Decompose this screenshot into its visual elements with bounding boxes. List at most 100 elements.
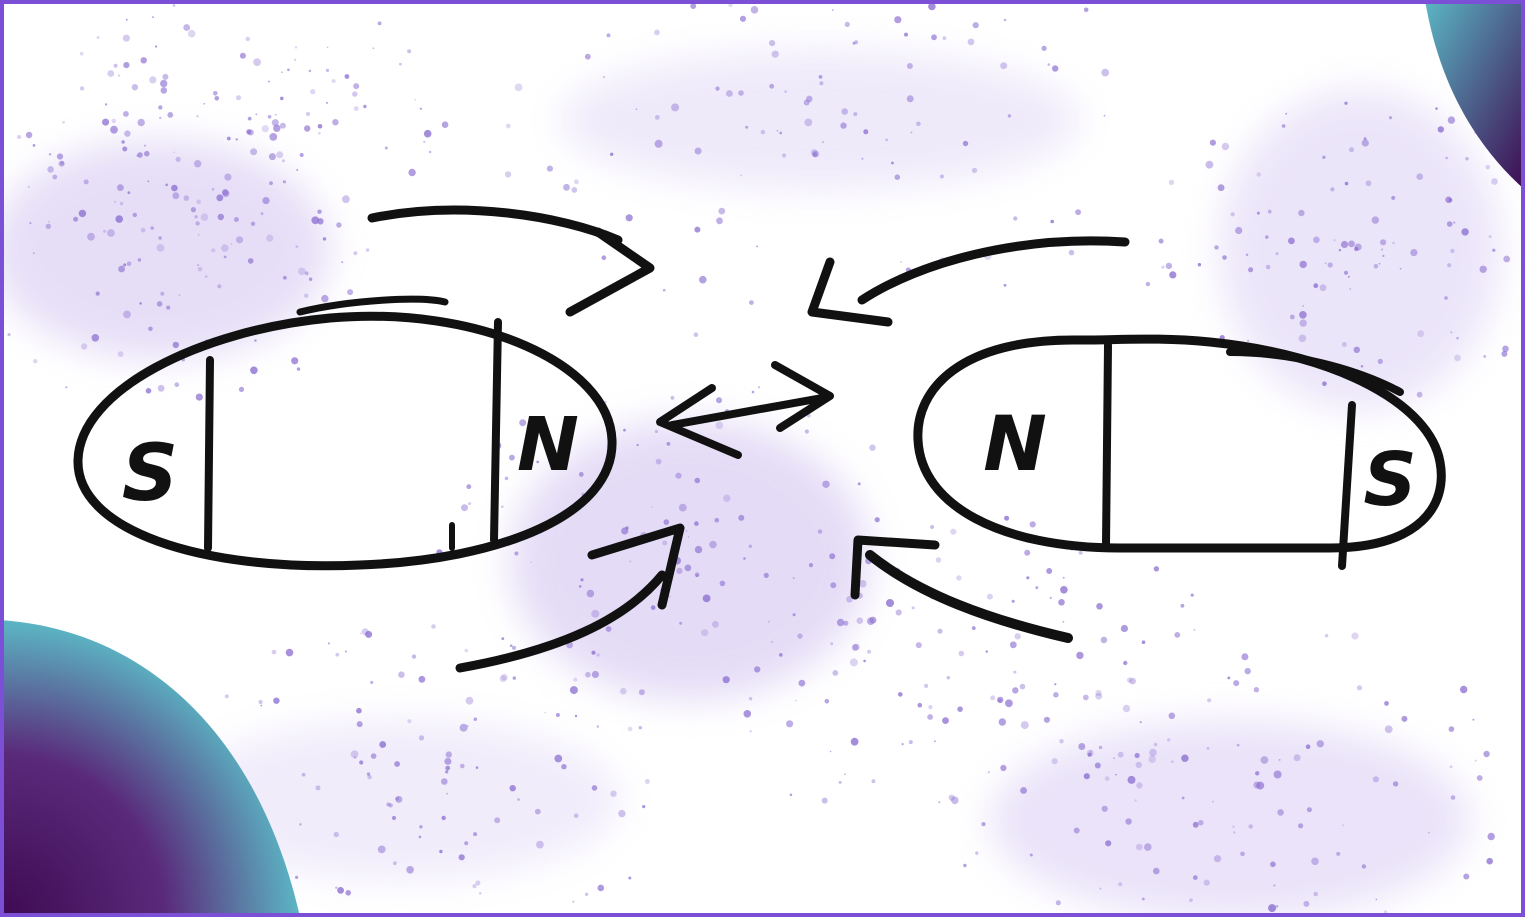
speckle-dot [345,890,351,896]
speckle-dot [217,284,221,288]
speckle-dot [869,445,875,451]
speckle-dot [695,478,701,484]
speckle-dot [1489,235,1492,238]
left-magnet-south-label: S [122,429,178,519]
speckle-dot [297,367,300,370]
speckle-dot [771,641,773,643]
speckle-dot [645,779,650,784]
speckle-dot [26,132,32,138]
speckle-dot [1373,776,1379,782]
speckle-dot [587,590,595,598]
speckle-dot [585,672,591,678]
speckle-dot [1125,818,1131,824]
speckle-dot [395,796,402,803]
speckle-dot [986,650,988,652]
speckle-dot [1382,255,1384,257]
speckle-dot [79,210,86,217]
speckle-dot [1053,692,1059,698]
speckle-dot [561,764,566,769]
speckle-dot [685,530,687,532]
speckle-dot [385,147,388,150]
speckle-dot [326,102,328,104]
speckle-dot [1378,359,1383,364]
speckle-dot [33,144,36,147]
speckle-dot [216,194,223,201]
speckle-dot [1379,263,1381,265]
speckle-dot [875,517,880,522]
speckle-dot [628,727,633,732]
speckle-dot [679,622,682,625]
speckle-dot [269,153,276,160]
speckle-dot [160,292,164,296]
speckle-dot [1030,854,1033,857]
speckle-dot [909,740,913,744]
speckle-dot [667,442,671,446]
speckle-dot [822,141,824,143]
speckle-dot [723,495,730,502]
speckle-dot [720,581,726,587]
speckle-dot [1189,898,1193,902]
speckle-dot [784,90,787,93]
speckle-dot [1307,807,1312,812]
speckle-dot [867,650,871,654]
speckle-dot [420,108,422,110]
speckle-dot [1169,271,1176,278]
speckle-dot [461,504,468,511]
speckle-dot [1357,685,1362,690]
speckle-dot [1102,806,1108,812]
speckle-dot [1448,198,1452,202]
speckle-dot [603,76,605,78]
speckle-dot [927,714,933,720]
speckle-dot [1087,750,1094,757]
speckle-dot [429,151,431,153]
speckle-dot [1463,874,1469,880]
speckle-dot [97,36,100,39]
speckle-dot [832,670,838,676]
speckle-dot [959,651,965,657]
speckle-dot [696,575,699,578]
speckle-dot [592,785,598,791]
speckle-dot [171,185,178,192]
speckle-dot [146,388,152,394]
speckle-dot [305,271,309,275]
speckle-dot [990,695,995,700]
speckle-dot [1218,184,1225,191]
speckle-dot [127,191,130,194]
speckle-dot [407,719,411,723]
speckle-dot [102,119,109,126]
speckle-dot [144,145,146,147]
speckle-dot [236,138,238,140]
speckle-dot [407,49,411,53]
speckle-dot [779,132,782,135]
speckle-dot [175,382,180,387]
speckle-dot [359,760,363,764]
speckle-dot [505,477,509,481]
speckle-dot [195,221,199,225]
speckle-dot [1384,701,1389,706]
speckle-dot [118,351,124,357]
speckle-dot [406,866,414,874]
speckle-dot [1135,753,1140,758]
speckle-dot [1488,833,1495,840]
speckle-dot [1020,787,1027,794]
speckle-dot [139,302,142,305]
speckle-dot [472,884,476,888]
speckle-dot [1300,319,1307,326]
speckle-dot [597,725,599,727]
speckle-dot [916,642,922,648]
speckle-dot [629,561,631,563]
speckle-dot [1447,263,1451,267]
speckle-dot [1298,823,1303,828]
speckle-dot [942,717,949,724]
speckle-dot [1325,262,1327,264]
speckle-dot [1435,107,1438,110]
speckle-dot [419,836,422,839]
speckle-dot [115,215,123,223]
right-magnet-south-label: S [1363,437,1416,523]
speckle-dot [1450,331,1452,333]
speckle-dot [295,876,298,879]
speckle-dot [317,210,321,214]
speckle-dot [699,276,707,284]
speckle-dot [224,174,231,181]
speckle-dot [269,181,273,185]
